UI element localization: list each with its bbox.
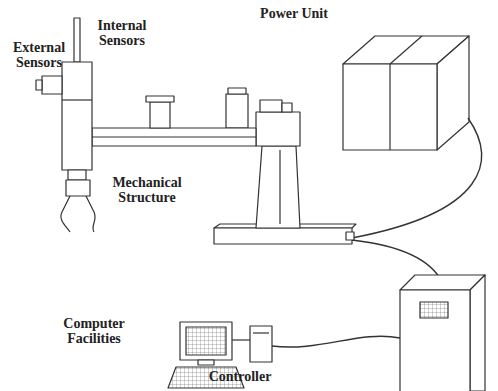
computer-label: Computer Facilities [54,316,134,346]
power-unit [343,36,469,150]
mechanical-structure [61,18,356,244]
unit-label: Power Unit [244,6,344,21]
sensor-label: External Sensors [4,40,74,70]
controller-cabinet [400,275,485,391]
camera-sensor [36,76,62,94]
controller-label: Controller [190,369,290,384]
sensor-label: Internal Sensors [86,18,158,48]
structure-label: Mechanical Structure [102,175,192,205]
